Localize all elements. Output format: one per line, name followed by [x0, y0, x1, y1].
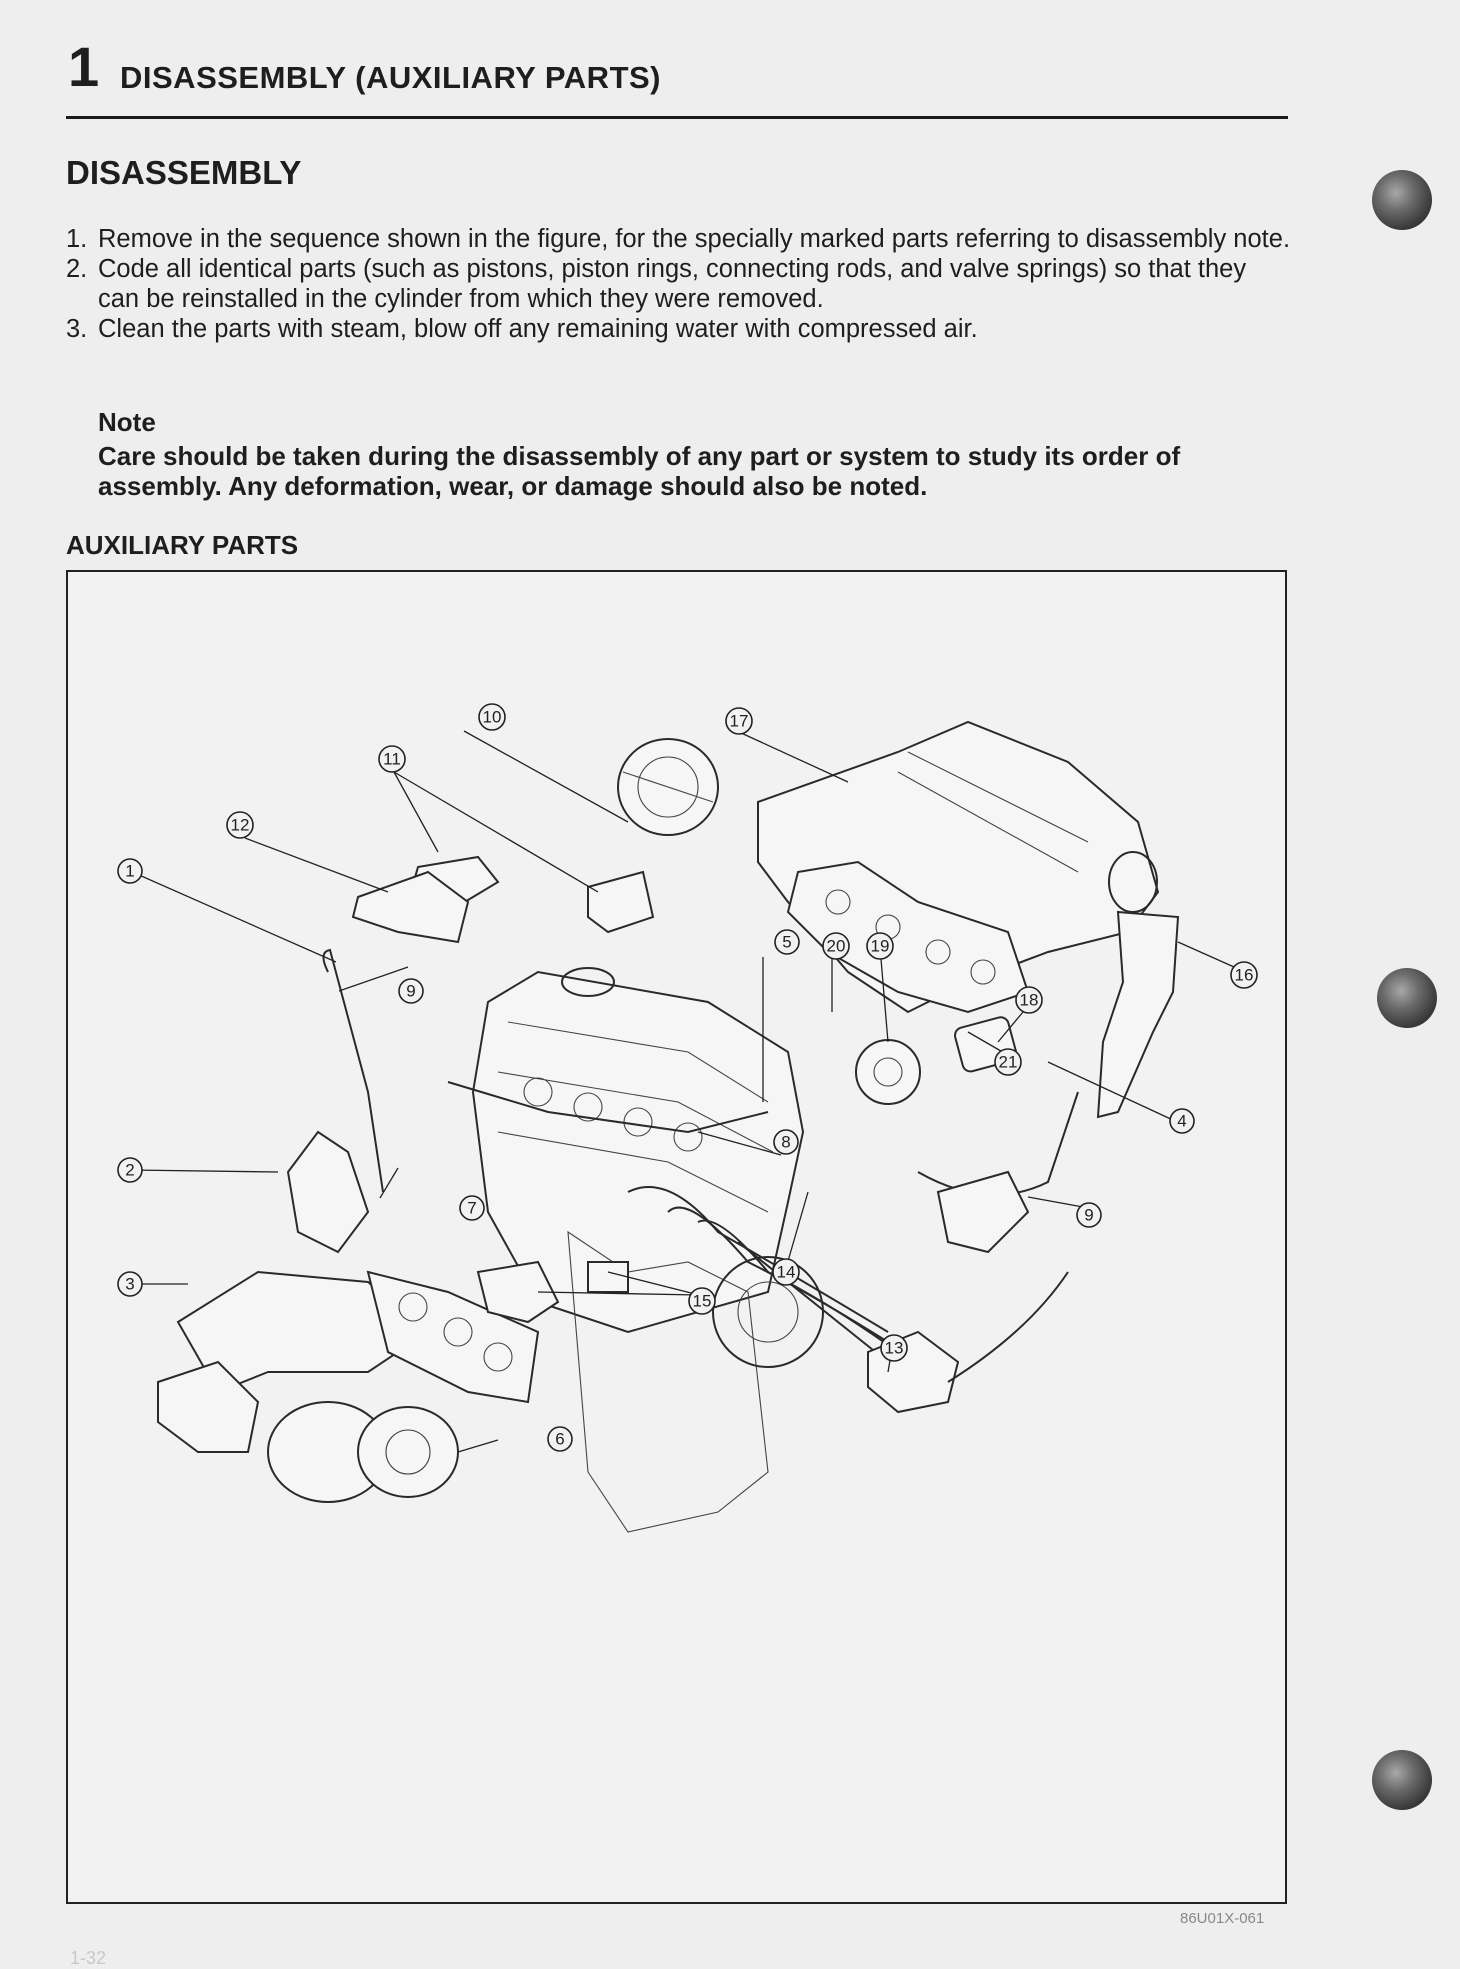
pipe-drawing [447, 1081, 769, 1134]
bracket-drawing [1096, 910, 1180, 1119]
bracket-drawing [936, 1170, 1030, 1254]
ignition-wires-drawing [627, 1186, 1069, 1414]
svg-text:1: 1 [125, 862, 134, 881]
svg-text:10: 10 [483, 708, 502, 727]
turbocharger-drawing [157, 1360, 459, 1503]
page-number: 1-32 [70, 1948, 107, 1968]
list-item: 3. Clean the parts with steam, blow off a… [66, 314, 1292, 344]
svg-text:2: 2 [125, 1161, 134, 1180]
callout-21: 21 [994, 1048, 1022, 1076]
callout-13: 13 [880, 1334, 908, 1362]
callout-4: 4 [1169, 1108, 1195, 1134]
svg-text:18: 18 [1020, 991, 1039, 1010]
bracket-drawing [587, 870, 655, 934]
svg-text:8: 8 [781, 1133, 790, 1152]
engine-exploded-diagram: 1 2 3 4 5 6 7 8 9 9 10 11 12 13 14 15 16… [117, 703, 1258, 1533]
svg-text:13: 13 [885, 1339, 904, 1358]
svg-text:14: 14 [777, 1263, 796, 1282]
svg-text:15: 15 [693, 1292, 712, 1311]
callout-11: 11 [378, 745, 406, 773]
section-header: 1 DISASSEMBLY (AUXILIARY PARTS) [66, 30, 1288, 119]
svg-text:21: 21 [999, 1053, 1018, 1072]
water-pump-drawing [855, 1039, 921, 1105]
svg-text:7: 7 [467, 1199, 476, 1218]
svg-text:20: 20 [827, 937, 846, 956]
step-number: 3. [66, 315, 88, 343]
callout-16: 16 [1230, 961, 1258, 989]
callout-14: 14 [772, 1258, 800, 1286]
sensor-drawing [587, 1261, 629, 1293]
callout-18: 18 [1015, 986, 1043, 1014]
page-title: DISASSEMBLY [66, 154, 302, 191]
step-number: 2. [66, 255, 88, 283]
note-text: Care should be taken during the disassem… [98, 441, 1181, 501]
svg-text:16: 16 [1235, 966, 1254, 985]
callout-10: 10 [478, 703, 506, 731]
binder-hole [1372, 1750, 1432, 1810]
callout-20: 20 [822, 932, 850, 960]
instruction-list: 1. Remove in the sequence shown in the fi… [66, 224, 1292, 344]
binder-hole [1372, 170, 1432, 230]
binder-hole [1377, 968, 1437, 1028]
exploded-view-figure: 1 2 3 4 5 6 7 8 9 9 10 11 12 13 14 15 16… [66, 570, 1287, 1904]
mount-drawing [286, 1130, 370, 1254]
svg-text:19: 19 [871, 937, 890, 956]
callout-1: 1 [117, 858, 143, 884]
svg-text:6: 6 [555, 1430, 564, 1449]
svg-text:9: 9 [406, 982, 415, 1001]
svg-text:12: 12 [231, 816, 250, 835]
step-text: Remove in the sequence shown in the figu… [98, 225, 1291, 253]
callout-19: 19 [866, 932, 894, 960]
section-title: DISASSEMBLY (AUXILIARY PARTS) [120, 60, 662, 95]
engine-block-drawing [471, 967, 824, 1533]
exhaust-manifold-drawing [176, 1270, 540, 1404]
list-item: 2. Code all identical parts (such as pist… [66, 254, 1292, 314]
thermostat-drawing [476, 1260, 560, 1324]
callout-3: 3 [117, 1271, 143, 1297]
step-text: Code all identical parts (such as piston… [98, 255, 1247, 313]
step-text: Clean the parts with steam, blow off any… [98, 315, 978, 343]
section-number: 1 [68, 35, 100, 98]
callout-12: 12 [226, 811, 254, 839]
alternator-drawing [617, 738, 719, 836]
callout-15a: 15 [688, 1287, 716, 1315]
svg-text:5: 5 [782, 933, 791, 952]
callout-2: 2 [117, 1157, 143, 1183]
callout-8: 8 [773, 1129, 799, 1155]
svg-text:3: 3 [125, 1275, 134, 1294]
callout-17: 17 [725, 707, 753, 735]
svg-text:11: 11 [383, 750, 401, 769]
svg-text:9: 9 [1084, 1206, 1093, 1225]
callout-6: 6 [547, 1426, 573, 1452]
svg-text:4: 4 [1177, 1112, 1186, 1131]
list-item: 1. Remove in the sequence shown in the fi… [66, 224, 1292, 254]
note-block: Note Care should be taken during the dis… [98, 407, 1298, 501]
figure-code: 86U01X-061 [1180, 1910, 1265, 1927]
callout-9b: 9 [1076, 1202, 1102, 1228]
figure-heading: AUXILIARY PARTS [66, 530, 299, 560]
intake-manifold-drawing [757, 720, 1160, 1014]
svg-text:17: 17 [730, 712, 749, 731]
dipstick-drawing [322, 948, 384, 1193]
callout-5: 5 [774, 929, 800, 955]
callout-7: 7 [459, 1195, 485, 1221]
callout-9a: 9 [398, 978, 424, 1004]
note-label: Note [98, 407, 156, 437]
step-number: 1. [66, 225, 88, 253]
